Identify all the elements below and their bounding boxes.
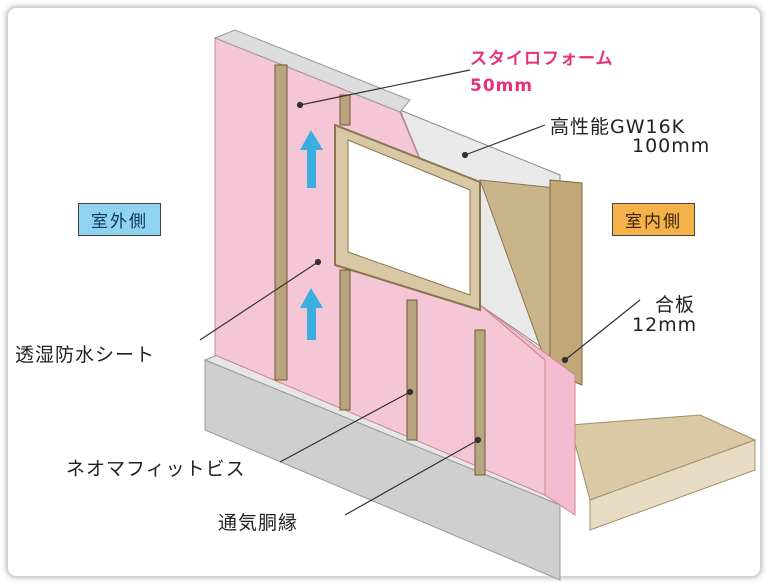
styrofoam-size: 50mm (470, 76, 534, 96)
window-opening (347, 139, 471, 296)
glasswool-size: 100mm (632, 135, 711, 157)
furring-strip (474, 329, 486, 476)
plywood-label: 合板 (655, 294, 696, 316)
furring-label: 通気胴縁 (218, 512, 299, 534)
styrofoam-label: スタイロフォーム (470, 49, 614, 69)
furring-strip (339, 269, 351, 411)
styrofoam-lower-right (479, 304, 576, 516)
wall-top-edge (213, 29, 411, 113)
furring-strip (339, 94, 351, 126)
floor-edge (589, 439, 756, 531)
furring-strip (274, 64, 288, 381)
stud (549, 179, 583, 386)
airflow-arrow-icon (300, 130, 323, 340)
exterior-side-badge: 室外側 (78, 203, 161, 236)
glasswool-label: 高性能GW16K (550, 116, 686, 138)
furring-strip (406, 299, 418, 441)
plywood-size: 12mm (632, 314, 698, 336)
membrane-label: 透湿防水シート (15, 344, 156, 366)
leader-lines (199, 69, 641, 516)
screw-label: ネオマフィットビス (66, 458, 246, 480)
interior-side-badge: 室内側 (612, 203, 695, 236)
